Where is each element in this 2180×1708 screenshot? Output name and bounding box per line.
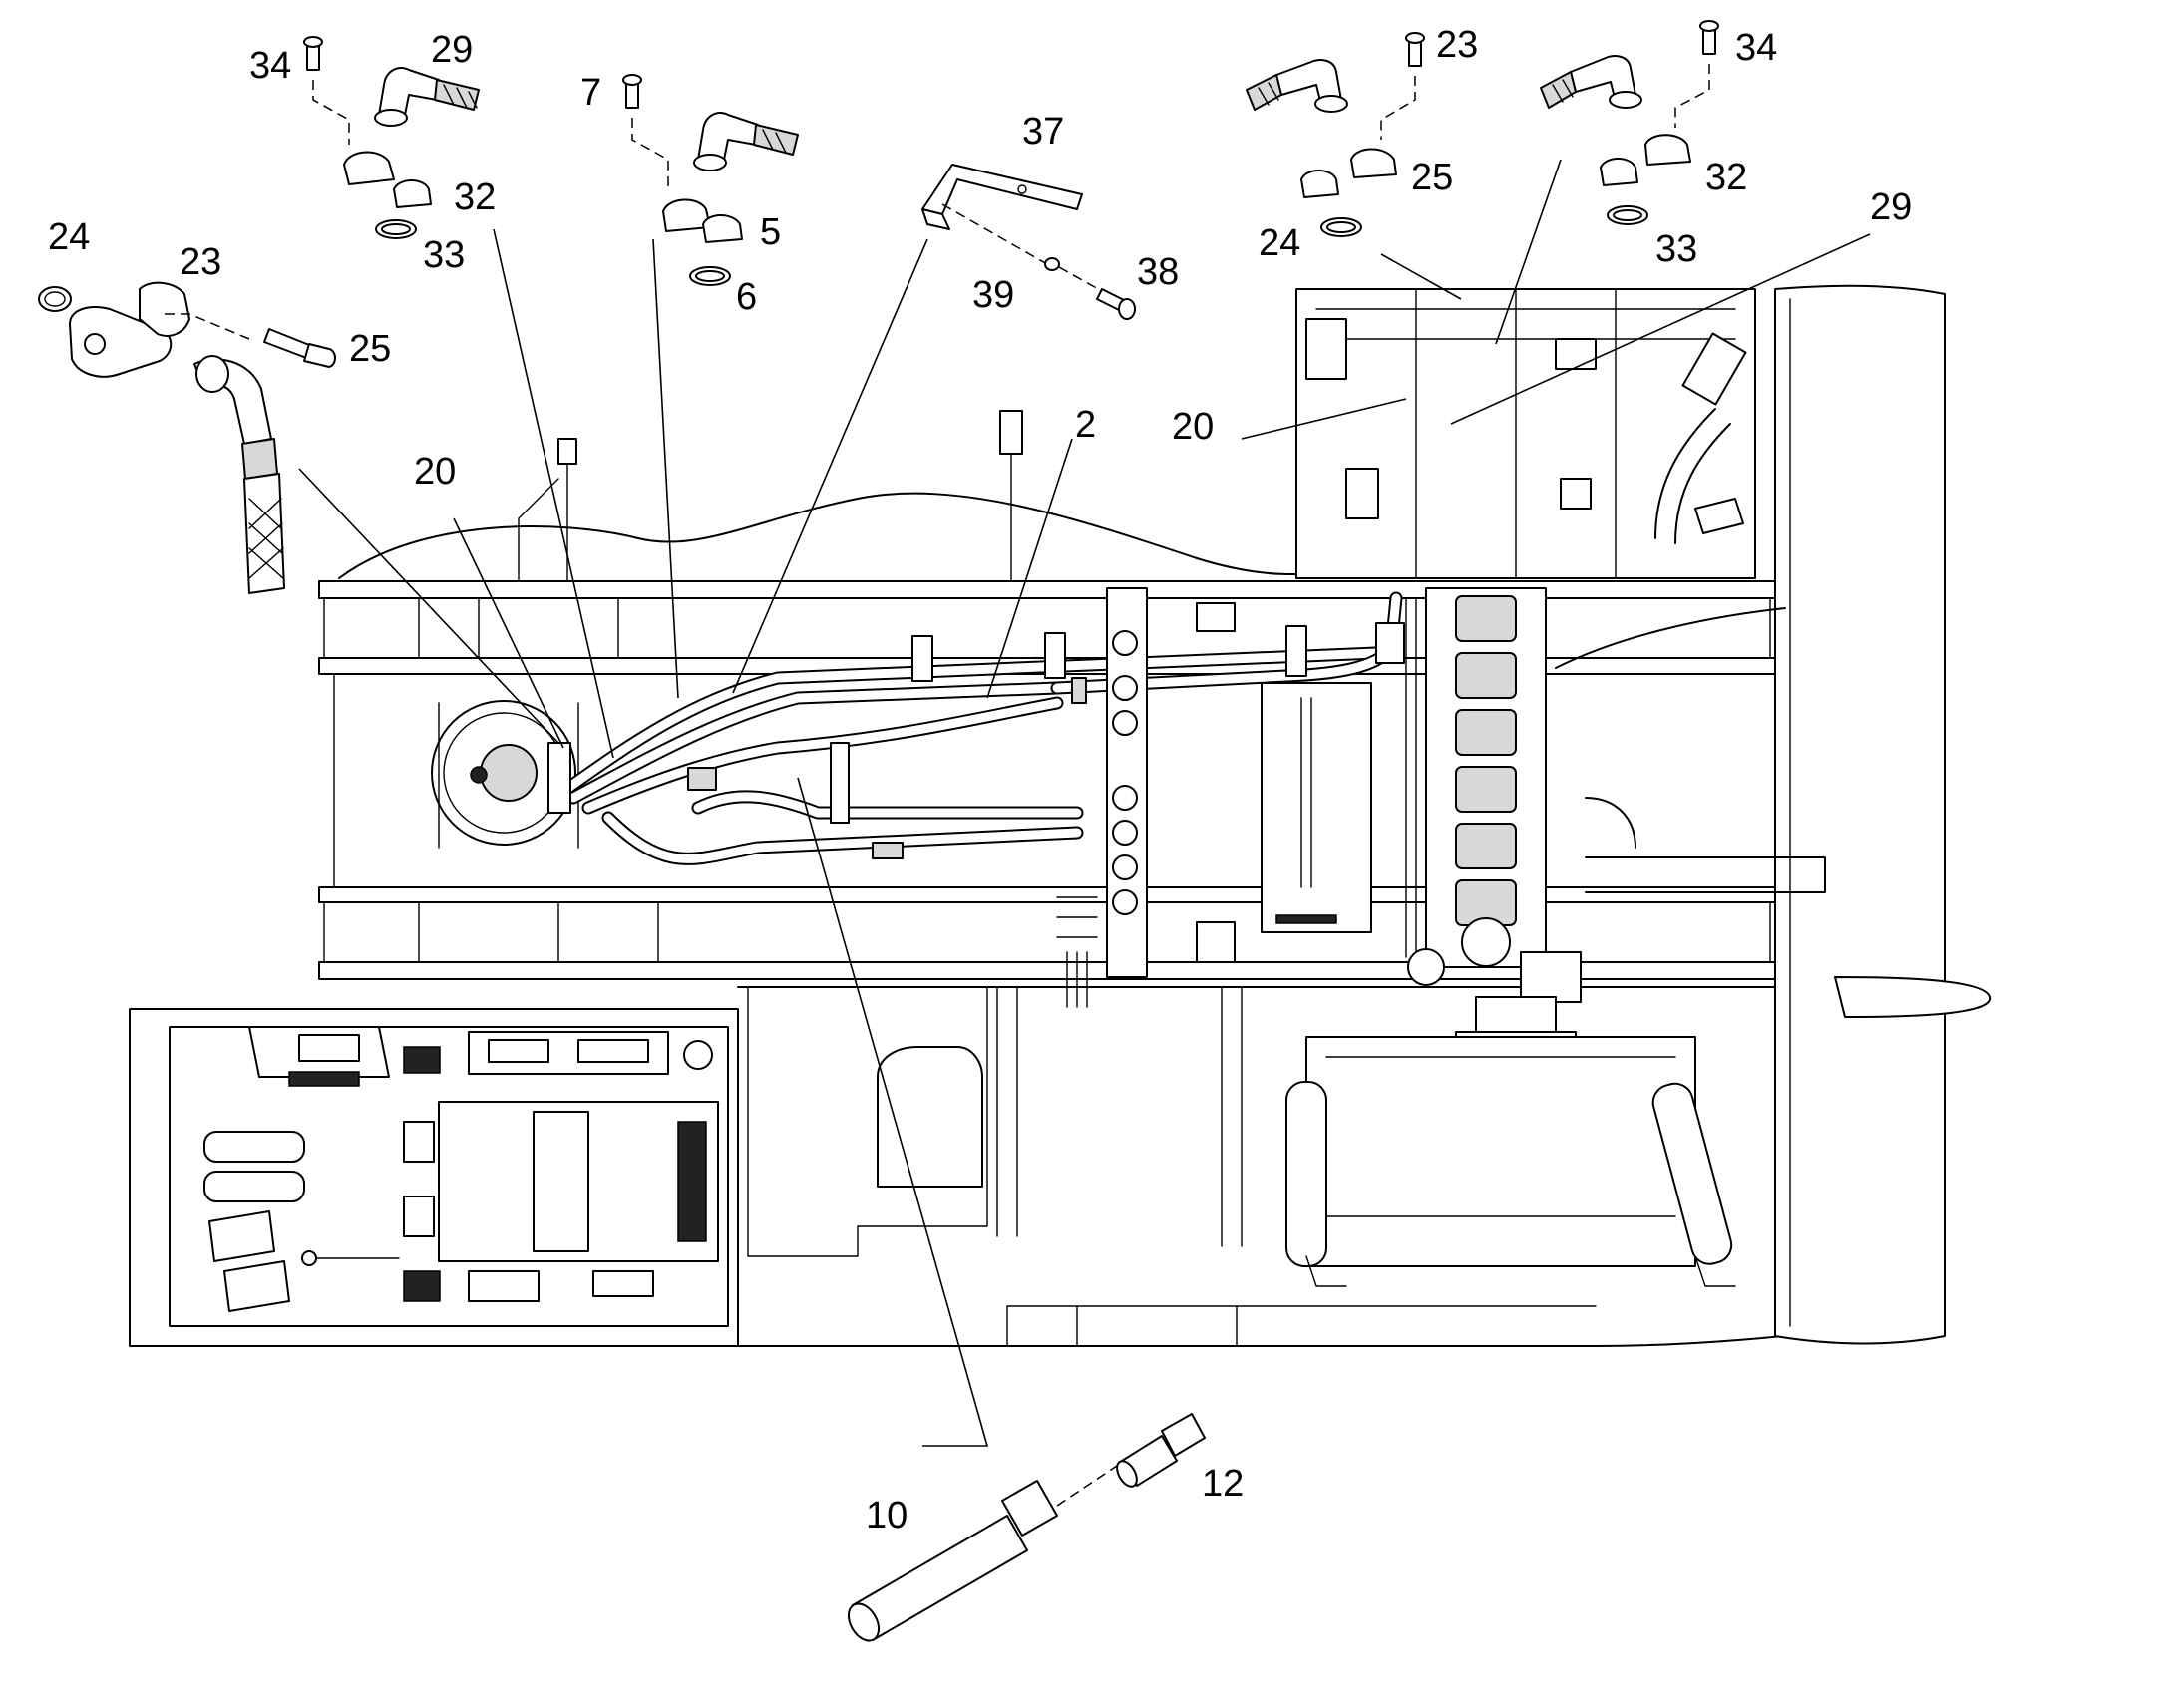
- callout-32-right: 32: [1705, 157, 1747, 198]
- callout-24-left: 24: [48, 216, 90, 258]
- leader-lines: [298, 159, 1871, 1447]
- callout-34-left: 34: [249, 45, 291, 87]
- callout-37: 37: [1022, 111, 1064, 153]
- callout-5: 5: [760, 211, 781, 253]
- callout-29-left: 29: [431, 29, 473, 71]
- callout-12: 12: [1202, 1463, 1244, 1505]
- callout-38: 38: [1137, 251, 1179, 293]
- slide-panel: [1261, 622, 1405, 933]
- fitting-group-34-29: [303, 36, 480, 239]
- fitting-group-left: [38, 281, 336, 594]
- control-cabin: [169, 1026, 729, 1327]
- callout-20-right: 20: [1172, 406, 1214, 448]
- callout-10: 10: [866, 1495, 908, 1537]
- callout-33-right: 33: [1655, 228, 1697, 270]
- bracket-37: [921, 164, 1136, 320]
- fitting-group-23-25-24: [1246, 32, 1425, 237]
- engine-assembly: [1285, 284, 1992, 1345]
- callout-23-left: 23: [180, 241, 221, 283]
- fitting-group-7-5-6: [622, 74, 799, 286]
- callout-7: 7: [580, 72, 601, 114]
- callout-2: 2: [1075, 404, 1096, 446]
- slew-ring: [431, 700, 579, 849]
- fitting-group-10-12: [847, 1413, 1206, 1642]
- callout-29-right: 29: [1870, 186, 1912, 228]
- callout-20-left: 20: [414, 451, 456, 493]
- callout-33-left: 33: [423, 234, 465, 276]
- callout-32-left: 32: [454, 176, 496, 218]
- callout-25-left: 25: [349, 328, 391, 370]
- fitting-group-34-32-33: [1540, 20, 1719, 225]
- callout-25-right: 25: [1411, 157, 1453, 198]
- callout-34-right: 34: [1735, 27, 1777, 69]
- valve-block: [1056, 587, 1236, 1008]
- callout-6: 6: [736, 276, 757, 318]
- callout-labels: 34 29 7 32 33 5 6 24 23 25 37 38 39 23 3…: [48, 24, 1912, 1537]
- callout-39: 39: [972, 274, 1014, 316]
- hose-bundle: [547, 591, 1403, 865]
- callout-23-right: 23: [1436, 24, 1478, 66]
- callout-24-right: 24: [1259, 222, 1300, 264]
